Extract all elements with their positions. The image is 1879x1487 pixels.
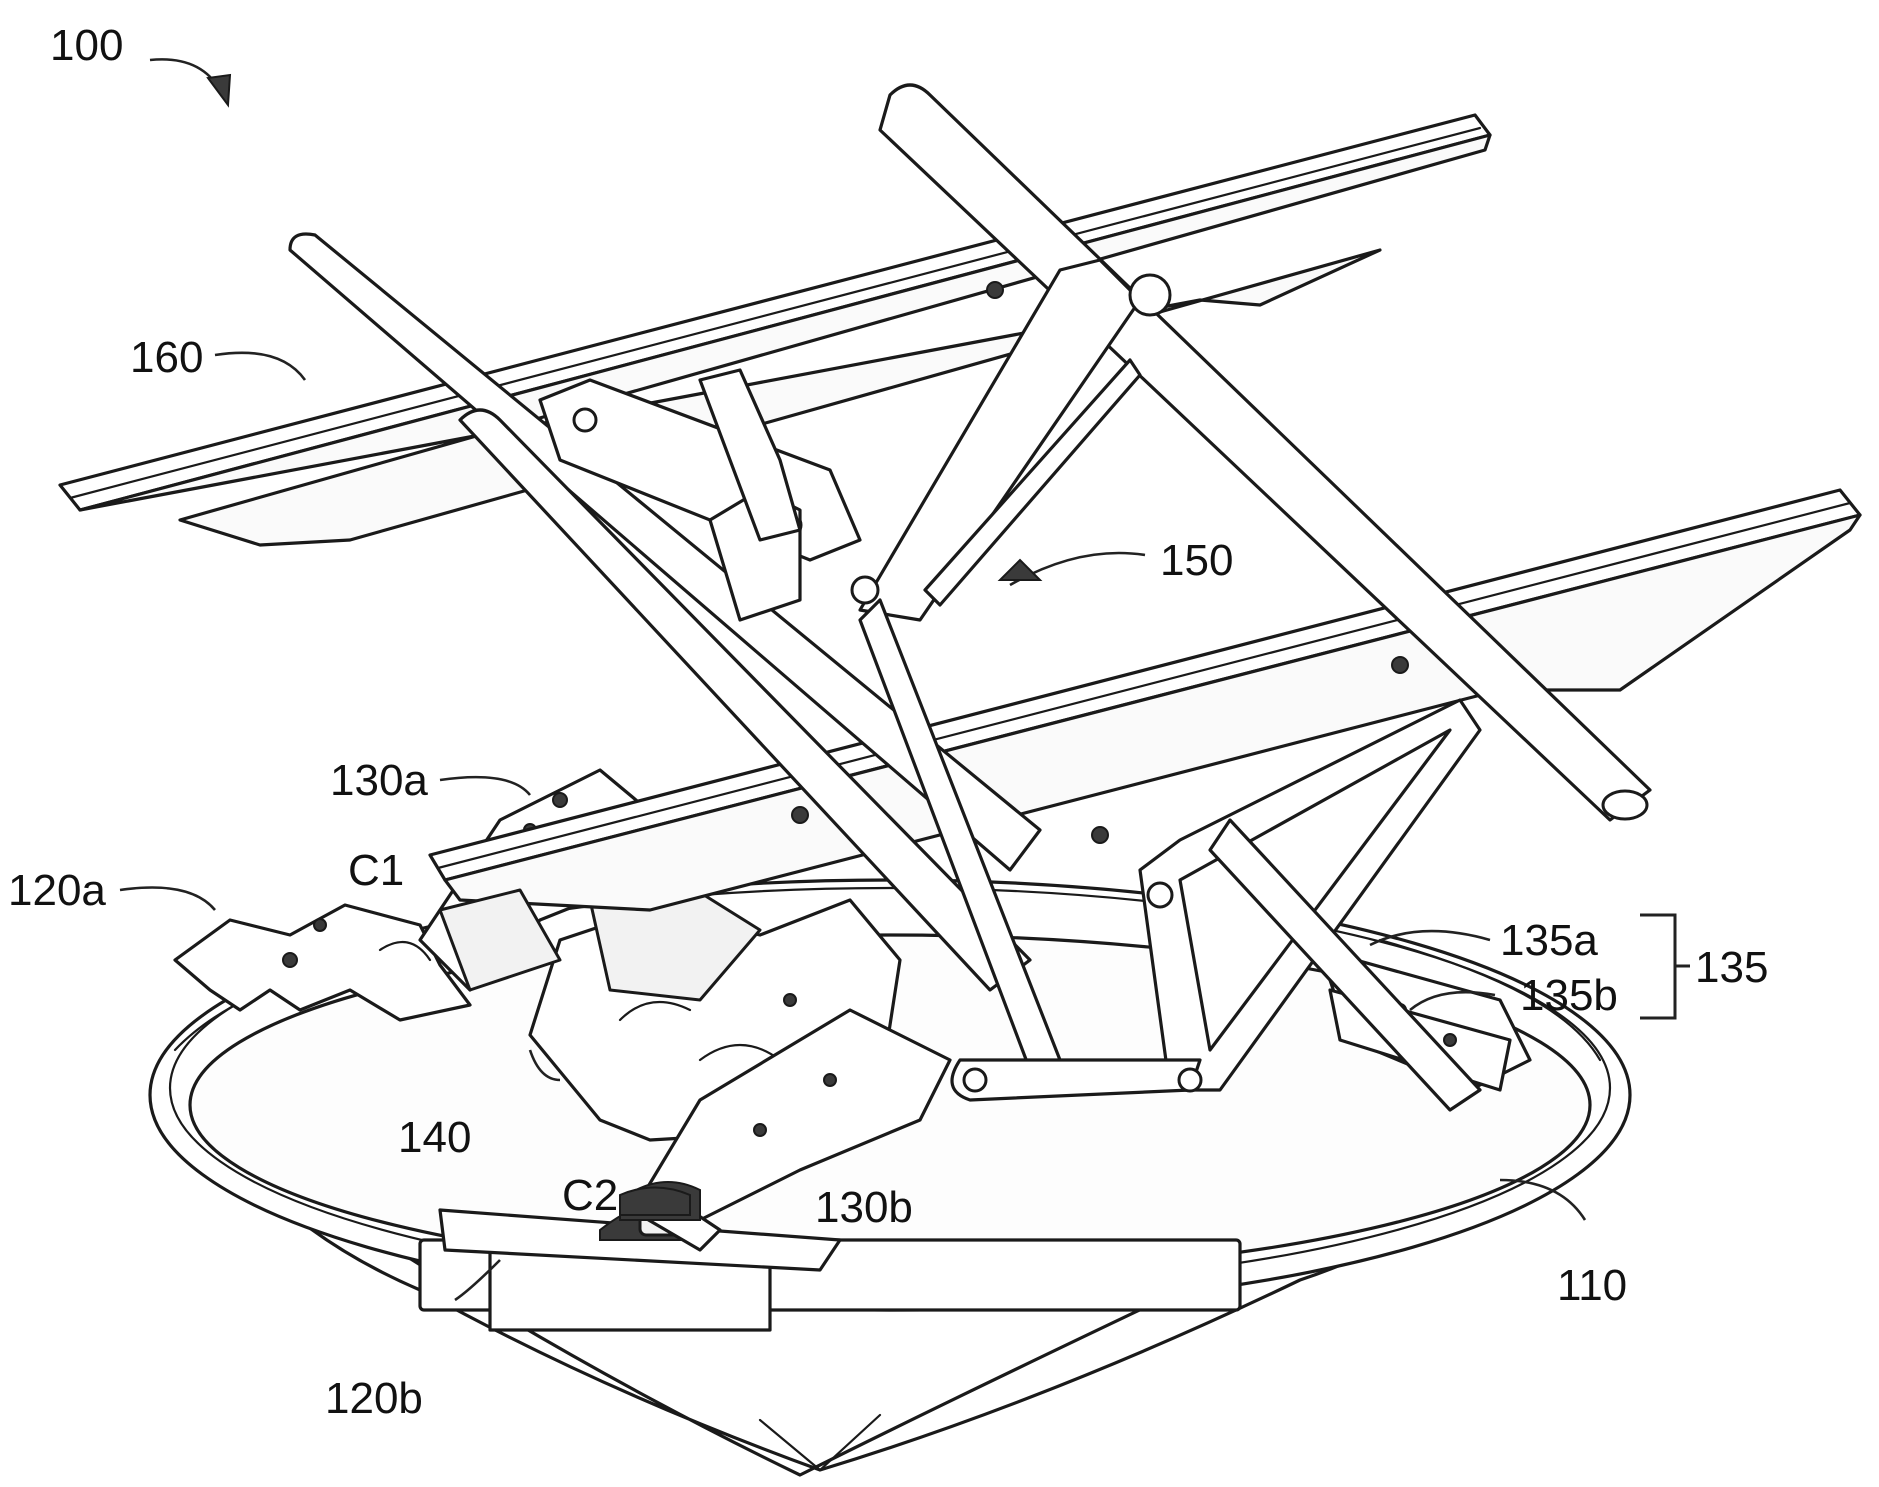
label-100: 100 [50, 21, 123, 70]
label-135: 135 [1695, 943, 1768, 992]
label-110: 110 [1557, 1261, 1627, 1310]
label-130a: 130a [330, 756, 428, 805]
label-120a: 120a [8, 866, 106, 915]
label-150: 150 [1160, 536, 1233, 585]
label-c1: C1 [348, 846, 404, 895]
label-160: 160 [130, 333, 203, 382]
label-130b: 130b [815, 1183, 913, 1232]
label-135a: 135a [1500, 916, 1598, 965]
label-140: 140 [398, 1113, 471, 1162]
label-135b: 135b [1520, 971, 1618, 1020]
label-c2: C2 [562, 1171, 618, 1220]
label-120b: 120b [325, 1374, 423, 1423]
